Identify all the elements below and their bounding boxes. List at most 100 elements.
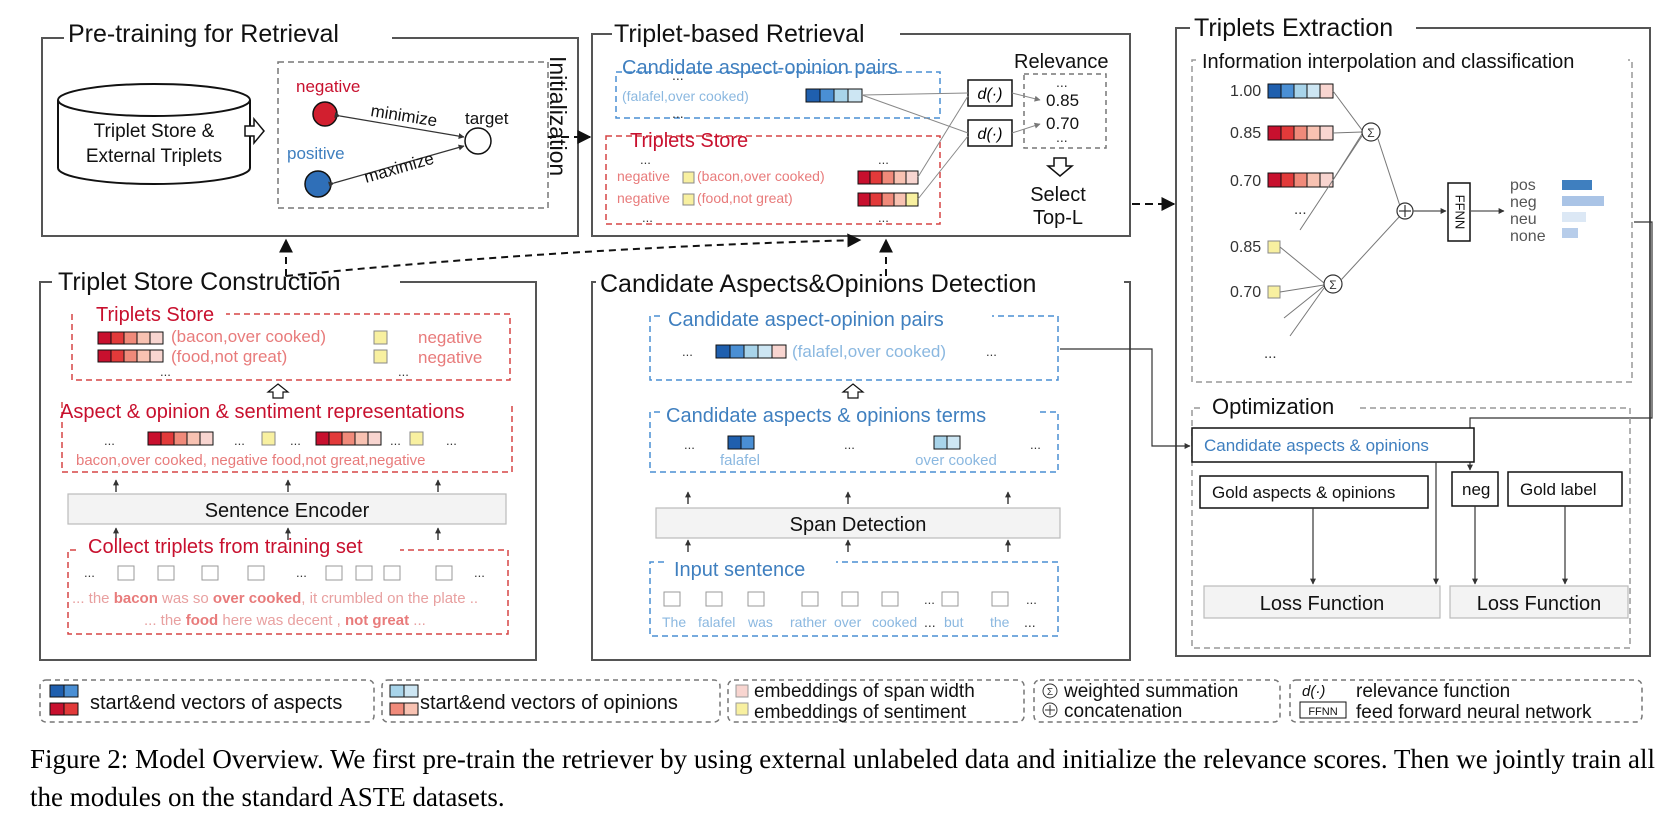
detection-pair-vector [715, 344, 787, 359]
weight-5: 0.70 [1230, 284, 1261, 301]
loss-function-1 [1203, 585, 1441, 619]
svg-text:...: ... [160, 364, 171, 379]
gold-label-box [1507, 471, 1623, 507]
svg-text:...: ... [234, 433, 245, 448]
neg-box [1451, 471, 1499, 507]
weight-1: 1.00 [1230, 83, 1261, 100]
triplet-store-cylinder: Triplet Store & External Triplets [57, 83, 251, 185]
svg-text:...: ... [1056, 129, 1068, 145]
weight-vector-1 [1267, 83, 1334, 99]
aspect-opinion-vector [805, 88, 863, 103]
negative-label: negative [296, 77, 360, 96]
select-label: Select [1030, 184, 1086, 206]
legend-concat: concatenation [1064, 701, 1182, 722]
construction-row2-sent: negative [418, 348, 482, 367]
svg-text:...: ... [1026, 592, 1037, 607]
retrieval-store-box [605, 135, 941, 225]
svg-text:...: ... [84, 565, 95, 580]
candidate-pairs-box [615, 71, 941, 119]
weighted-sum-2-icon [1323, 274, 1343, 294]
svg-text:was: was [747, 614, 773, 630]
repr-words: bacon,over cooked, negative food,not gre… [76, 452, 425, 469]
svg-text:...: ... [104, 433, 115, 448]
collect-token-boxes: ... ... ... [84, 565, 485, 581]
svg-text:rather: rather [790, 614, 827, 630]
terms-label: Candidate aspects & opinions terms [666, 405, 986, 427]
input-label: Input sentence [674, 559, 805, 581]
svg-text:...: ... [672, 67, 684, 83]
up-arrow-icon [841, 383, 865, 399]
legend-relevance: relevance function [1356, 681, 1510, 702]
retrieval-pair-example: (falafel,over cooked) [622, 88, 749, 104]
collect-sentence-2: ... the food here was decent , not great… [144, 612, 426, 629]
weighted-sum-1-icon [1361, 122, 1381, 142]
input-token-boxes: ... ... [663, 591, 1037, 607]
svg-text:...: ... [1024, 614, 1036, 630]
retrieval-pairs-label: Candidate aspect-opinion pairs [622, 57, 898, 79]
positive-label: positive [287, 144, 345, 163]
svg-text:but: but [944, 614, 964, 630]
ffnn-box [1447, 182, 1471, 242]
gold-label-label: Gold label [1520, 480, 1597, 499]
span-label: Span Detection [790, 514, 927, 536]
retrieval-store-row1: negative [617, 168, 670, 184]
svg-text:...: ... [878, 152, 889, 167]
svg-text:...: ... [986, 344, 997, 359]
svg-text:The: The [662, 614, 686, 630]
svg-text:...: ... [682, 344, 693, 359]
svg-text:the: the [990, 614, 1010, 630]
hollow-arrow-icon [244, 116, 265, 146]
repr-vector-1 [147, 431, 214, 446]
optimization-title: Optimization [1212, 394, 1334, 419]
prob-bar-none [1562, 228, 1578, 238]
prob-bar-neu [1562, 212, 1586, 222]
retrieval-store-row2-text: (food,not great) [697, 190, 793, 206]
store-line2: External Triplets [86, 146, 222, 167]
target-node [464, 127, 492, 155]
svg-text:...: ... [642, 210, 653, 225]
figure-caption: Figure 2: Model Overview. We first pre-t… [30, 744, 1655, 812]
repr-vector-2 [315, 431, 382, 446]
gold-ao-label: Gold aspects & opinions [1212, 483, 1395, 502]
svg-text:Σ: Σ [1047, 687, 1053, 698]
retrieval-store-row1-text: (bacon,over cooked) [697, 168, 825, 184]
prob-bar-pos [1562, 180, 1592, 190]
svg-text:...: ... [1056, 74, 1068, 90]
pretraining-panel: Pre-training for Retrieval Triplet Store… [41, 20, 579, 237]
up-arrow-icon [266, 383, 290, 399]
relevance-score-1: 0.85 [1046, 91, 1079, 110]
construction-row2-text: (food,not great) [171, 347, 287, 366]
construction-store-label: Triplets Store [96, 304, 214, 326]
retrieval-store-label: Triplets Store [630, 130, 748, 152]
svg-text:...: ... [398, 364, 409, 379]
ffnn-legend-icon [1299, 701, 1347, 719]
svg-text:Loss Function: Loss Function [1477, 593, 1602, 615]
extraction-panel: Triplets Extraction Information interpol… [1175, 14, 1653, 657]
sentence-encoder [67, 493, 507, 525]
d-func-legend-icon: d(·) [1302, 683, 1325, 700]
aspect-start-end [727, 435, 742, 450]
maximize-label: maximize [362, 149, 436, 187]
construction-vector-1 [97, 331, 164, 345]
opinion-start-end [933, 435, 948, 450]
positive-node [304, 170, 332, 198]
retrieval-store-row2: negative [617, 190, 670, 206]
svg-text:...: ... [1264, 345, 1277, 362]
svg-text:FFNN: FFNN [1308, 706, 1337, 718]
legend-ffnn: feed forward neural network [1356, 702, 1592, 723]
svg-text:d(·): d(·) [978, 86, 1003, 103]
svg-text:Σ: Σ [1367, 126, 1374, 140]
relevance-score-2: 0.70 [1046, 114, 1079, 133]
detection-panel: Candidate Aspects&Opinions Detection Can… [591, 270, 1191, 661]
svg-text:...: ... [684, 437, 695, 452]
construction-row1-sent: negative [418, 328, 482, 347]
svg-text:...: ... [640, 152, 651, 167]
neg-label: neg [1462, 480, 1490, 499]
relevance-label: Relevance [1014, 51, 1109, 73]
construction-vector-2 [97, 349, 164, 363]
weight-4: 0.85 [1230, 239, 1261, 256]
candidates-label: Candidate aspects & opinions [1204, 436, 1429, 455]
prob-bar-neg [1562, 196, 1604, 206]
extraction-subtitle: Information interpolation and classifica… [1202, 51, 1574, 73]
contrastive-box [277, 61, 549, 209]
